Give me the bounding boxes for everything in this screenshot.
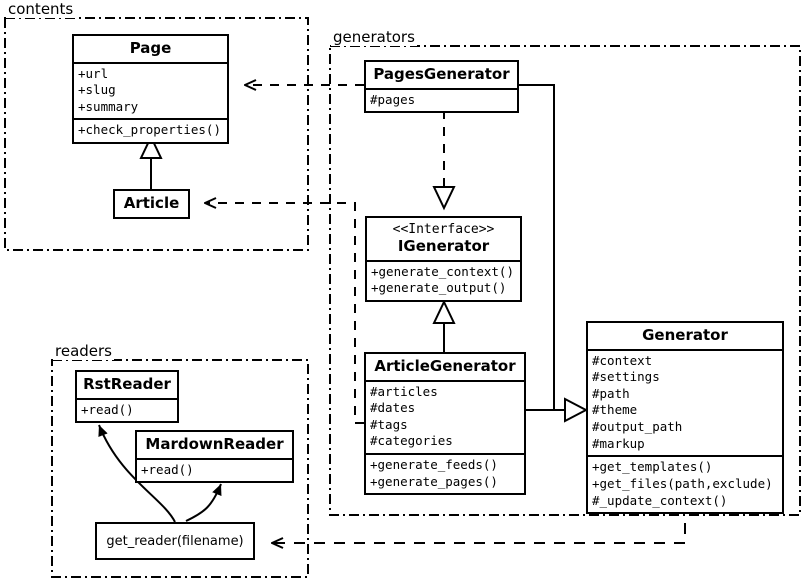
attribute-row: #settings xyxy=(592,369,660,385)
class-box-article-generator[interactable]: ArticleGenerator #articles #dates #tags … xyxy=(364,352,526,496)
class-box-page[interactable]: Page +url +slug +summary +check_properti… xyxy=(72,34,229,144)
connector-get-reader-creates-rstreader xyxy=(98,424,176,523)
class-name-pages-generator: PagesGenerator xyxy=(373,65,510,83)
connector-get-reader-creates-mardownreader xyxy=(185,483,222,522)
operation-row: +generate_pages() xyxy=(370,473,498,489)
package-frame-contents xyxy=(4,17,309,251)
class-attributes-page: +url +slug +summary xyxy=(74,61,227,119)
class-title-igenerator: IGenerator xyxy=(397,237,490,256)
attribute-row: #output_path xyxy=(592,419,683,434)
operation-row: +generate_feeds() xyxy=(370,457,498,472)
class-operations-article-generator: +generate_feeds() +generate_pages() xyxy=(366,453,524,493)
operation-row: +read() xyxy=(141,461,194,477)
class-operations-igenerator: +generate_context() +generate_output() xyxy=(367,259,520,300)
package-frame-generators xyxy=(329,45,801,516)
class-name-mardown-reader: MardownReader xyxy=(145,435,284,453)
class-name-article: Article xyxy=(123,194,180,212)
attribute-row: #theme xyxy=(592,402,638,418)
operation-row: +get_files(path,exclude) xyxy=(592,475,773,491)
attribute-row: #pages xyxy=(370,91,416,107)
attribute-row: #tags xyxy=(370,416,408,432)
attribute-row: #articles xyxy=(370,383,438,399)
class-name-rst-reader: RstReader xyxy=(83,375,171,393)
class-attributes-generator: #context #settings #path #theme #output_… xyxy=(588,348,782,456)
attribute-row: +url xyxy=(78,65,109,81)
class-box-igenerator[interactable]: <<Interface>> IGenerator +generate_conte… xyxy=(365,216,522,302)
class-name-article-generator: ArticleGenerator xyxy=(374,357,516,375)
attribute-row: #markup xyxy=(592,435,645,451)
operation-row: +generate_context() xyxy=(371,263,514,279)
function-box-get-reader[interactable]: get_reader(filename) xyxy=(95,522,255,560)
stereotype-label-igenerator: <<Interface>> xyxy=(392,222,495,237)
package-label-generators: generators xyxy=(331,28,417,46)
connector-article-generalizes-page xyxy=(139,134,163,189)
connector-generator-uses-get-reader xyxy=(272,503,686,543)
class-box-article[interactable]: Article xyxy=(113,189,190,219)
attribute-row: #path xyxy=(592,385,630,401)
class-operations-rst-reader: +read() xyxy=(77,397,177,422)
connector-articlegenerator-uses-article xyxy=(205,203,364,424)
connector-pagesgenerator-realizes-igenerator xyxy=(432,110,456,211)
class-operations-mardown-reader: +read() xyxy=(137,457,292,482)
class-operations-generator: +get_templates() +get_files(path,exclude… xyxy=(588,455,782,512)
class-box-rst-reader[interactable]: RstReader +read() xyxy=(75,370,179,424)
class-name-generator: Generator xyxy=(642,326,728,344)
operation-row: +get_templates() xyxy=(592,459,713,475)
attribute-row: #dates xyxy=(370,400,416,416)
class-box-mardown-reader[interactable]: MardownReader +read() xyxy=(135,430,294,484)
connector-articlegenerator-extends-igenerator xyxy=(432,299,456,352)
operation-row: +read() xyxy=(81,401,134,417)
function-label-get-reader: get_reader(filename) xyxy=(106,533,244,549)
attribute-row: +slug xyxy=(78,82,116,98)
class-attributes-article-generator: #articles #dates #tags #categories xyxy=(366,379,524,454)
class-name-igenerator: <<Interface>> IGenerator xyxy=(367,218,520,260)
operation-row: +check_properties() xyxy=(78,122,221,138)
operation-row: +generate_output() xyxy=(371,280,507,296)
package-frame-readers xyxy=(51,359,309,578)
connector-generators-extend-generator xyxy=(519,84,589,423)
package-label-contents: contents xyxy=(6,0,76,18)
attribute-row: #categories xyxy=(370,433,453,449)
attribute-row: #context xyxy=(592,352,653,368)
class-box-pages-generator[interactable]: PagesGenerator #pages xyxy=(364,60,519,114)
package-label-readers: readers xyxy=(53,342,114,360)
class-operations-page: +check_properties() xyxy=(74,118,227,142)
operation-row: #_update_context() xyxy=(592,492,728,508)
class-name-page: Page xyxy=(129,39,172,57)
class-box-generator[interactable]: Generator #context #settings #path #them… xyxy=(586,321,784,515)
attribute-row: +summary xyxy=(78,98,139,114)
class-attributes-pages-generator: #pages xyxy=(366,87,517,112)
